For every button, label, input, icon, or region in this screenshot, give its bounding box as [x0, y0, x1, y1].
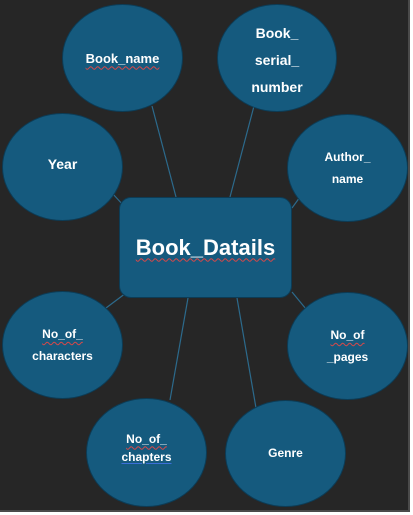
node-label: Book_ [255, 24, 299, 41]
node-year: Year [2, 113, 123, 221]
connector-pages [291, 291, 307, 310]
node-author-name: Author_ name [287, 114, 408, 222]
connector-book-name [151, 105, 177, 198]
node-label: number [251, 78, 303, 95]
node-no-of-characters: No_of_ characters [2, 291, 123, 399]
central-topic-box: Book_Datails [119, 197, 292, 298]
node-label: Book_name [85, 50, 160, 66]
connector-characters [105, 292, 127, 309]
node-label: chapters [121, 449, 172, 464]
node-genre: Genre [225, 400, 346, 507]
node-label: No_of_ [126, 431, 167, 446]
connector-chapters [169, 297, 189, 401]
node-label: characters [32, 349, 93, 363]
node-no-of-pages: No_of _pages [287, 292, 408, 400]
central-topic-label: Book_Datails [135, 234, 276, 260]
node-label: Author_ [324, 150, 371, 164]
node-label: _pages [326, 350, 369, 364]
node-label: serial_ [254, 51, 300, 68]
node-no-of-chapters: No_of_ chapters [86, 398, 207, 507]
node-book-name: Book_name [62, 4, 183, 112]
node-book-serial-number: Book_ serial_ number [217, 4, 337, 112]
node-label: No_of [330, 328, 365, 342]
node-label: Year [47, 156, 78, 172]
node-label: No_of_ [42, 327, 83, 341]
connector-genre [236, 297, 257, 409]
node-label: Genre [268, 445, 303, 460]
connector-serial-number [229, 105, 255, 198]
node-label: name [331, 172, 364, 186]
